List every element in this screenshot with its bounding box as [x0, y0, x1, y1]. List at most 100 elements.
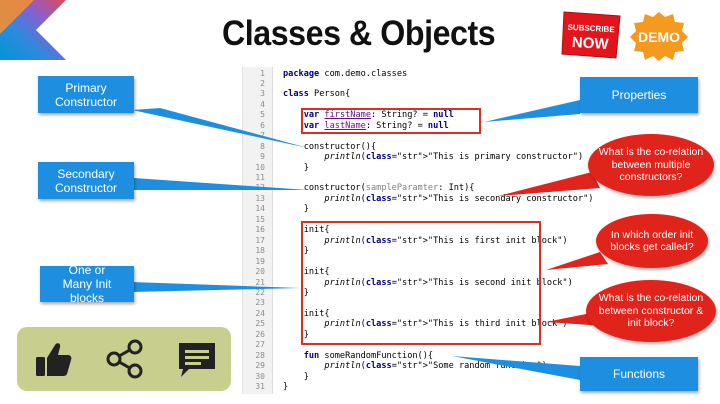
subscribe-now-text: NOW — [571, 34, 609, 53]
code-text: } — [283, 329, 309, 340]
kotlin-logo — [0, 0, 66, 60]
line-number: 11 — [255, 173, 265, 182]
line-number: 31 — [255, 382, 265, 391]
code-line: 24 init{ — [243, 309, 611, 320]
code-line: 10 } — [243, 163, 611, 174]
code-line: 4 — [243, 100, 611, 111]
code-text: constructor(sampleParamter: Int){ — [283, 183, 475, 194]
code-text: } — [283, 371, 309, 382]
label-functions: Functions — [580, 357, 698, 391]
line-number: 20 — [255, 267, 265, 277]
engagement-panel — [17, 327, 231, 391]
line-number: 2 — [260, 78, 265, 88]
code-line: 18 } — [243, 246, 611, 257]
demo-text: DEMO — [638, 29, 680, 45]
init-blocks-highlight — [301, 221, 541, 345]
line-number: 15 — [255, 214, 265, 224]
code-line: 11 — [243, 173, 611, 184]
code-line: 26 } — [243, 330, 611, 341]
code-line: 17 println(class="str">"This is first in… — [243, 236, 611, 247]
code-line: 3 class Person{ — [243, 89, 611, 100]
demo-badge: DEMO — [630, 12, 688, 61]
code-line: 19 — [243, 257, 611, 268]
code-text: class Person{ — [283, 89, 351, 100]
code-text: var firstName: String? = null — [303, 110, 454, 121]
subscribe-badge[interactable]: SUBSCRIBE NOW — [560, 8, 622, 66]
line-number: 30 — [255, 371, 265, 381]
code-line: 30 } — [243, 372, 611, 383]
line-number: 29 — [255, 361, 265, 371]
code-line: 9 println(class="str">"This is primary c… — [243, 152, 611, 163]
code-text: init{ — [283, 267, 330, 278]
line-number: 14 — [255, 204, 265, 214]
line-number: 7 — [260, 131, 265, 141]
line-number: 23 — [255, 298, 265, 308]
line-number: 17 — [255, 235, 265, 245]
code-text: println(class="str">"This is second init… — [324, 277, 573, 288]
code-text: var lastName: String? = null — [303, 120, 449, 131]
code-line: 22 } — [243, 288, 611, 299]
code-line: 8 constructor(){ — [243, 142, 611, 153]
line-number: 3 — [260, 89, 265, 99]
code-text: init{ — [283, 308, 330, 319]
code-line: 27 — [243, 340, 611, 351]
code-line: 31} — [243, 382, 611, 393]
code-line: 16 init{ — [243, 225, 611, 236]
code-line: 2 — [243, 79, 611, 90]
page-title: Classes & Objects — [222, 14, 496, 53]
code-text: println(class="str">"This is first init … — [324, 235, 568, 246]
line-number: 28 — [255, 350, 265, 360]
thumbs-up-icon[interactable] — [31, 337, 75, 381]
code-line: 15 — [243, 215, 611, 226]
line-number: 21 — [255, 277, 265, 287]
line-number: 22 — [255, 287, 265, 297]
line-number: 10 — [255, 162, 265, 172]
code-text: } — [283, 204, 309, 215]
question-bubble-2: In which order init blocks get called? — [596, 214, 708, 268]
share-icon[interactable] — [103, 337, 147, 381]
code-text: println(class="str">"Some random functio… — [324, 361, 547, 372]
code-text: } — [283, 287, 309, 298]
code-text: package com.demo.classes — [283, 68, 408, 79]
line-number: 27 — [255, 340, 265, 350]
subscribe-text: SUBSCRIBE — [567, 23, 615, 34]
line-number: 24 — [255, 308, 265, 318]
properties-highlight — [301, 108, 481, 134]
line-number: 26 — [255, 329, 265, 339]
line-number: 25 — [255, 319, 265, 329]
line-number: 18 — [255, 246, 265, 256]
line-number: 19 — [255, 256, 265, 266]
code-text: constructor(){ — [283, 141, 377, 152]
line-number: 13 — [255, 193, 265, 203]
code-line: 13 println(class="str">"This is secondar… — [243, 194, 611, 205]
line-number: 16 — [255, 225, 265, 235]
code-line: 23 — [243, 298, 611, 309]
line-number: 4 — [260, 99, 265, 109]
code-text: println(class="str">"This is secondary c… — [324, 193, 594, 204]
line-number: 5 — [260, 110, 265, 120]
code-text: } — [283, 246, 309, 257]
line-number: 8 — [260, 141, 265, 151]
question-bubble-1: What is the co-relation between multiple… — [588, 134, 714, 196]
code-line: 28 fun someRandomFunction(){ — [243, 351, 611, 362]
code-line: 12 constructor(sampleParamter: Int){ — [243, 183, 611, 194]
code-text: } — [283, 382, 289, 392]
comment-icon[interactable] — [175, 337, 219, 381]
label-properties: Properties — [580, 77, 698, 113]
line-number: 9 — [260, 152, 265, 162]
label-primary-constructor: Primary Constructor — [38, 76, 134, 113]
code-text: println(class="str">"This is primary con… — [324, 152, 584, 163]
line-number: 12 — [255, 183, 265, 193]
code-line: 29 println(class="str">"Some random func… — [243, 361, 611, 372]
question-bubble-3: What is the co-relation between construc… — [586, 280, 716, 342]
code-text: } — [283, 162, 309, 173]
code-line: 14 } — [243, 204, 611, 215]
line-number: 1 — [260, 68, 265, 78]
code-line: 20 init{ — [243, 267, 611, 278]
line-number: 6 — [260, 120, 265, 130]
label-init-blocks: One or Many Init blocks — [40, 263, 134, 305]
code-line: 1 package com.demo.classes — [243, 69, 611, 80]
code-text: fun someRandomFunction(){ — [303, 350, 434, 361]
label-secondary-constructor: Secondary Constructor — [38, 162, 134, 199]
code-text: init{ — [283, 225, 330, 236]
